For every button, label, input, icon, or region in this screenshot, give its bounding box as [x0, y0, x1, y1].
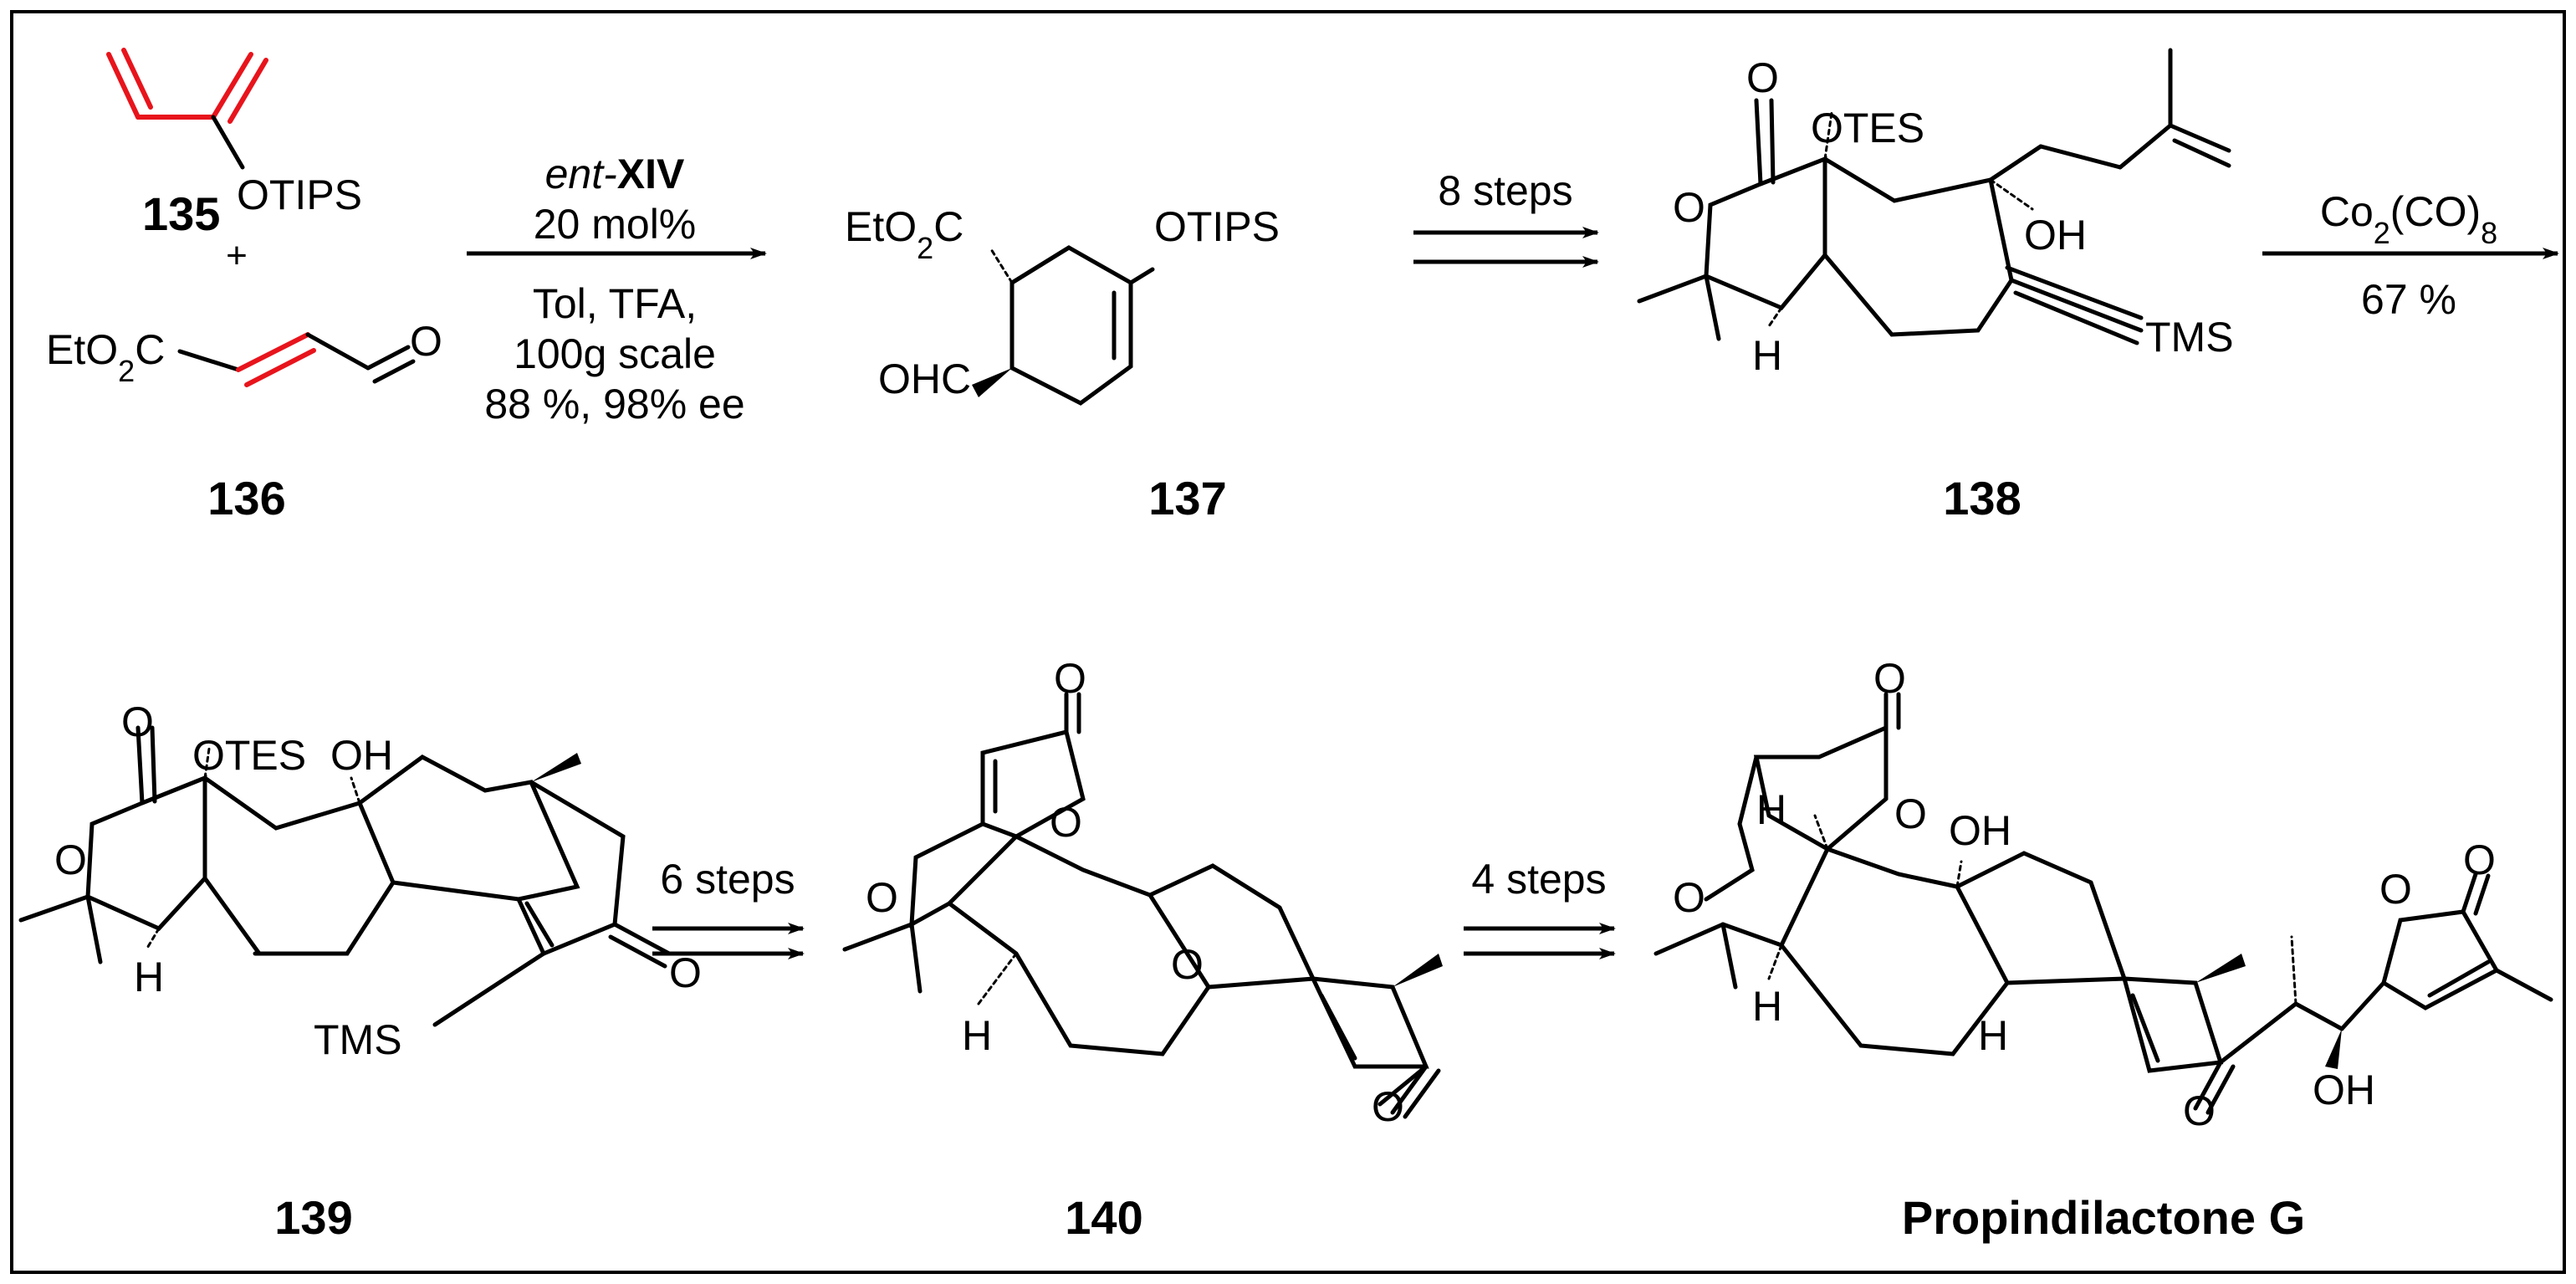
compound-139: O O OTES OH O TMS H 139: [18, 698, 702, 1244]
h-label-139: H: [134, 954, 164, 1000]
compound-135: OTIPS 135 +: [106, 48, 362, 276]
butenolide-o-final: O: [2463, 836, 2496, 883]
oh-label-final-ring: OH: [1949, 807, 2011, 854]
epoxide-o-140: O: [1171, 941, 1204, 988]
furan-o-140: O: [866, 874, 898, 921]
butenolide-ring-o-140: O: [1050, 799, 1082, 846]
lactone-o-138: O: [1746, 54, 1779, 101]
h-label-final-left: H: [1752, 983, 1782, 1030]
arrow3-yield: 67 %: [2361, 276, 2456, 323]
cobalt-reagent-label: Co2(CO)8: [2320, 188, 2497, 250]
compound-138: O O OTES OH TMS H 138: [1637, 48, 2234, 524]
scale-label: 100g scale: [514, 330, 716, 377]
lactone-o-final: O: [1873, 655, 1906, 702]
h-label-138: H: [1752, 332, 1782, 379]
arrow5-label: 4 steps: [1471, 856, 1606, 903]
compound-139-label: 139: [274, 1191, 352, 1244]
otips-label: OTIPS: [237, 171, 362, 218]
compound-136: EtO2C O 136: [46, 318, 442, 524]
ohc-label: OHC: [878, 356, 971, 402]
solvent-label: Tol, TFA,: [533, 280, 697, 327]
arrow-step-3: Co2(CO)8 67 %: [2262, 188, 2559, 323]
arrow-step-2: 8 steps: [1413, 167, 1599, 268]
compound-135-label: 135: [142, 187, 220, 240]
plus-sign: +: [226, 235, 248, 276]
propindilactone-g-label: Propindilactone G: [1902, 1191, 2305, 1244]
butenolide-o-140: O: [1054, 655, 1086, 702]
ketone-o-139: O: [669, 949, 702, 996]
arrow4-label: 6 steps: [660, 856, 795, 903]
oh-label-139: OH: [330, 732, 393, 779]
arrow2-label: 8 steps: [1438, 167, 1572, 214]
ketone-o-140: O: [1372, 1083, 1404, 1130]
yield-ee-label: 88 %, 98% ee: [484, 381, 744, 427]
h-label-final-top: H: [1756, 786, 1786, 833]
compound-136-label: 136: [207, 472, 285, 524]
ring-o-139: O: [54, 836, 87, 883]
scheme-frame: [10, 10, 2566, 1274]
catalyst-loading: 20 mol%: [534, 201, 697, 248]
compound-140-label: 140: [1065, 1191, 1142, 1244]
ketone-o-final: O: [2183, 1087, 2216, 1134]
compound-propindilactone-g: O O O OH O OH O O H H H Propindilactone …: [1653, 655, 2553, 1244]
furan-o-final: O: [1673, 874, 1705, 921]
butenolide-ring-o-final: O: [2379, 866, 2412, 913]
compound-138-label: 138: [1943, 472, 2021, 524]
lactone-o-139: O: [121, 698, 154, 745]
compound-137-label: 137: [1148, 472, 1226, 524]
compound-137: OTIPS EtO2C OHC 137: [845, 203, 1280, 524]
otips-label-137: OTIPS: [1154, 203, 1280, 250]
otes-label-139: OTES: [192, 732, 306, 779]
arrow-step-4: 6 steps: [652, 856, 805, 959]
otes-label-138: OTES: [1811, 105, 1924, 151]
catalyst-label: ent-XIV: [545, 151, 685, 197]
oh-label-final-side: OH: [2313, 1067, 2375, 1113]
tms-label-139: TMS: [314, 1016, 402, 1063]
h-label-final-mid: H: [1978, 1012, 2008, 1059]
tms-label-138: TMS: [2145, 314, 2234, 361]
eto2c-label-136: EtO2C: [46, 326, 165, 388]
eto2c-label-137: EtO2C: [845, 203, 963, 265]
arrow-step-1: ent-XIV 20 mol% Tol, TFA, 100g scale 88 …: [467, 151, 767, 427]
h-label-140: H: [962, 1012, 992, 1059]
lactone-ring-o-final: O: [1894, 790, 1927, 837]
ring-o-138: O: [1673, 184, 1705, 231]
arrow-step-5: 4 steps: [1464, 856, 1616, 959]
aldehyde-o-label: O: [410, 318, 442, 365]
compound-140: O O O O O H 140: [842, 655, 1443, 1244]
oh-label-138: OH: [2024, 212, 2087, 258]
